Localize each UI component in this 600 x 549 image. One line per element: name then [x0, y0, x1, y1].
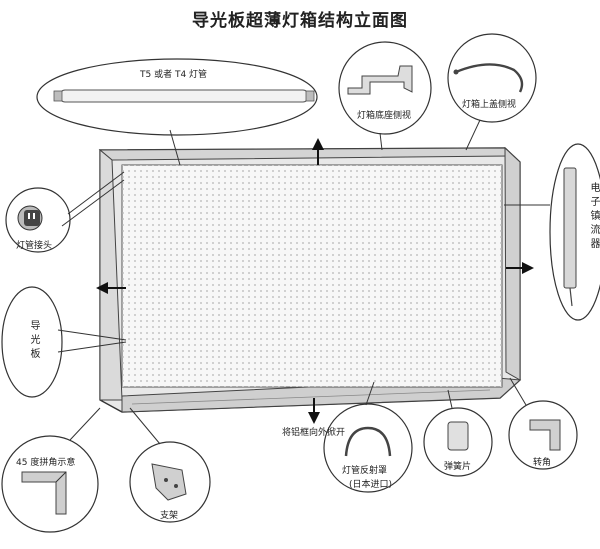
base-side-label: 灯箱底座侧视 [357, 111, 412, 121]
connector-callout [5, 171, 125, 253]
cover-side-callout [447, 33, 537, 151]
opening-arrows [96, 138, 534, 424]
light-guide-panel [121, 164, 503, 388]
corner-label: 转角 [533, 458, 552, 468]
light-guide-label: 导光板 [28, 320, 39, 362]
reflector-note: (日本进口) [349, 480, 393, 490]
cover-side-label: 灯箱上盖侧视 [462, 100, 517, 110]
light-guide-callout [1, 286, 127, 398]
tube-label: T5 或者 T4 灯管 [140, 70, 208, 80]
frame-open-label: 将铝框向外掀开 [282, 428, 346, 438]
bracket-callout [129, 407, 211, 523]
miter-label: 45 度拼角示意 [16, 458, 76, 468]
reflector-callout [323, 381, 413, 493]
spring-callout [423, 389, 493, 477]
tube-callout [36, 58, 318, 166]
bracket-label: 支架 [160, 511, 179, 521]
reflector-label: 灯管反射罩 [342, 466, 388, 476]
base-side-callout [338, 41, 432, 151]
corner-callout [508, 377, 578, 470]
spring-label: 弹簧片 [444, 462, 472, 472]
miter-callout [1, 407, 101, 533]
ballast-callout [504, 143, 600, 321]
connector-label: 灯管接头 [16, 241, 53, 251]
ballast-label: 电子镇流器 [588, 182, 599, 252]
diagram-title: 导光板超薄灯箱结构立面图 [192, 11, 408, 31]
